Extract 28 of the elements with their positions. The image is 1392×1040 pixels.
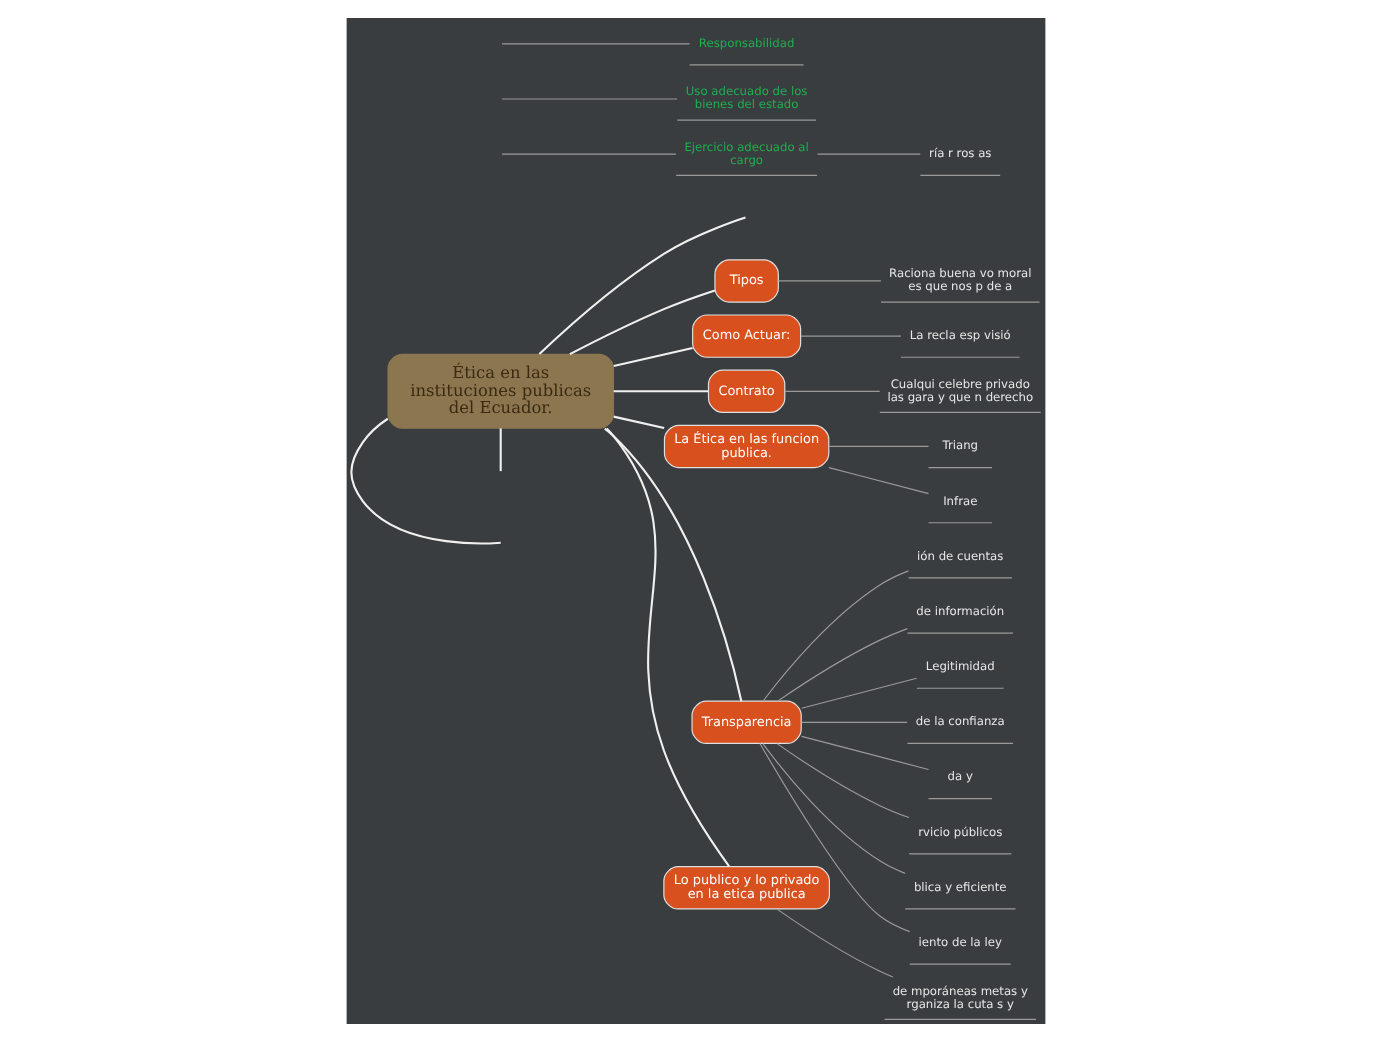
connector — [801, 676, 918, 708]
connector — [762, 742, 906, 873]
connector — [501, 152, 677, 154]
connector — [604, 426, 743, 701]
connector — [501, 42, 691, 44]
connector — [499, 427, 502, 471]
connector — [613, 389, 709, 392]
connector — [800, 334, 902, 336]
connector — [801, 734, 930, 770]
connector — [777, 627, 908, 701]
node-box: Ética en las instituciones publicas del Ecuador. — [387, 352, 614, 428]
connector — [776, 907, 894, 977]
connector — [759, 741, 911, 932]
connector — [817, 152, 921, 154]
connector — [569, 288, 716, 355]
connector — [538, 215, 746, 354]
connector — [613, 414, 665, 429]
connector — [801, 720, 908, 722]
connector — [776, 742, 910, 818]
connector — [784, 389, 881, 391]
connector — [828, 466, 930, 494]
connector — [350, 416, 501, 544]
connector — [762, 569, 909, 701]
connector — [828, 444, 930, 447]
connector — [777, 279, 882, 281]
connector — [613, 346, 693, 366]
connector — [605, 426, 730, 866]
connector — [501, 97, 678, 99]
